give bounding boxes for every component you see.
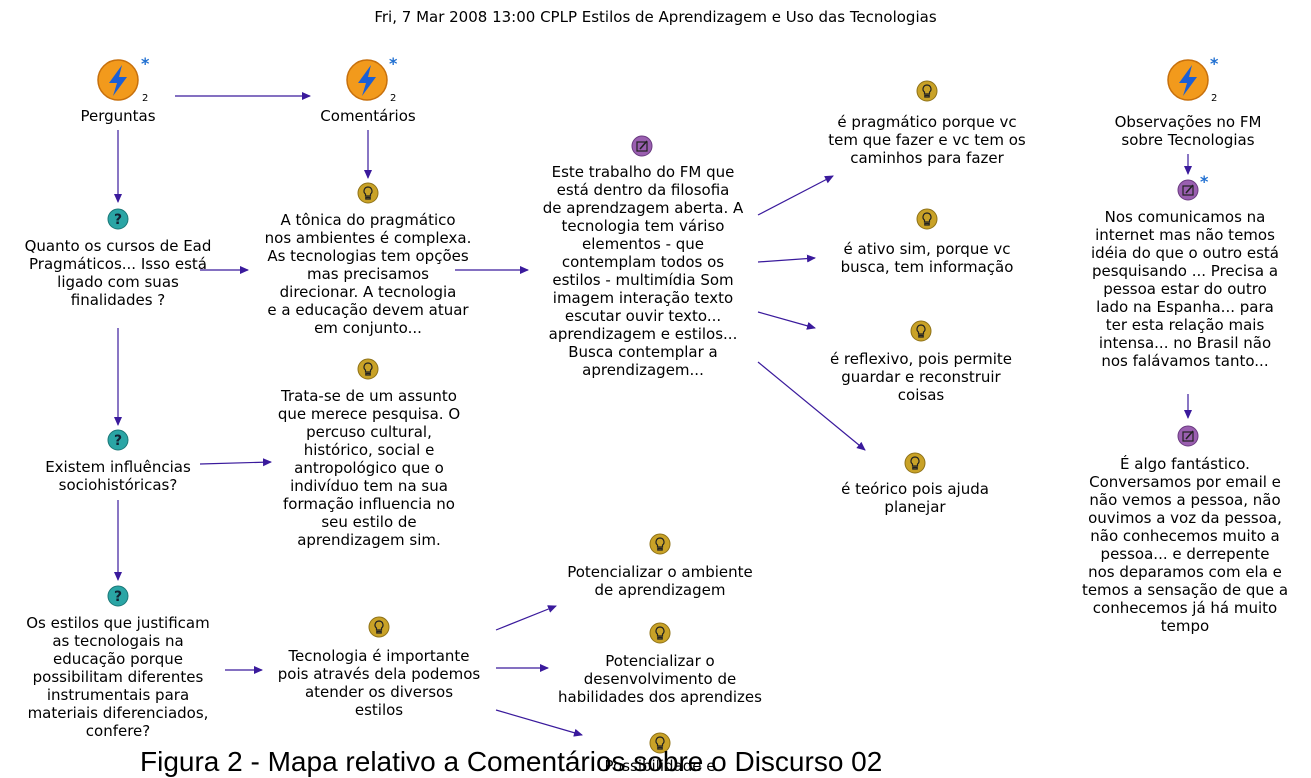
arrow-tecnologia-possibilidade	[495, 709, 583, 737]
map-count: 2	[142, 93, 149, 104]
lightbulb-icon[interactable]	[649, 533, 671, 555]
note-node-trabalho[interactable]: Este trabalho do FM que está dentro da f…	[542, 163, 744, 379]
arrow-trabalho-ativo	[757, 254, 816, 263]
map-node-perguntas[interactable]: Perguntas	[80, 107, 156, 125]
question-icon[interactable]: ?	[107, 429, 129, 451]
idea-node-potencializar-ambiente[interactable]: Potencializar o ambiente de aprendizagem	[567, 563, 753, 599]
question-node-q2[interactable]: Existem influências sociohistóricas?	[45, 458, 191, 494]
idea-node-tecnologia[interactable]: Tecnologia é importante pois através del…	[277, 647, 481, 719]
idea-node-reflexivo[interactable]: é reflexivo, pois permite guardar e reco…	[829, 350, 1013, 404]
idea-node-trata[interactable]: Trata-se de um assunto que merece pesqui…	[277, 387, 461, 549]
map-count: 2	[1211, 93, 1218, 104]
note-pencil-icon[interactable]	[1177, 425, 1199, 447]
idea-node-ativo[interactable]: é ativo sim, porque vc busca, tem inform…	[840, 240, 1014, 276]
lightbulb-icon[interactable]	[357, 182, 379, 204]
question-node-q3[interactable]: Os estilos que justificam as tecnologais…	[26, 614, 210, 740]
question-icon[interactable]: ?	[107, 208, 129, 230]
map-bolt-icon[interactable]	[345, 58, 389, 102]
map-node-comentarios[interactable]: Comentários	[320, 107, 416, 125]
lightbulb-icon[interactable]	[910, 320, 932, 342]
lightbulb-icon[interactable]	[357, 358, 379, 380]
svg-text:?: ?	[114, 433, 122, 449]
arrow-trabalho-teorico	[757, 361, 866, 451]
svg-text:?: ?	[114, 589, 122, 605]
map-count: 2	[390, 93, 397, 104]
arrow-trabalho-pragmatico	[757, 175, 834, 216]
lightbulb-icon[interactable]	[649, 622, 671, 644]
idea-node-pragmatico[interactable]: é pragmático porque vc tem que fazer e v…	[828, 113, 1026, 167]
question-icon[interactable]: ?	[107, 585, 129, 607]
idea-node-teorico[interactable]: é teórico pois ajuda planejar	[841, 480, 989, 516]
figure-caption: Figura 2 - Mapa relativo a Comentários s…	[0, 742, 1311, 778]
idea-node-tonica[interactable]: A tônica do pragmático nos ambientes é c…	[264, 211, 472, 337]
lightbulb-icon[interactable]	[649, 732, 671, 754]
map-node-observacoes[interactable]: Observações no FM sobre Tecnologias	[1114, 113, 1262, 149]
lightbulb-icon[interactable]	[916, 80, 938, 102]
map-bolt-icon[interactable]	[96, 58, 140, 102]
idea-node-potencializar-habilidades[interactable]: Potencializar o desenvolvimento de habil…	[558, 652, 762, 706]
map-bolt-icon[interactable]	[1166, 58, 1210, 102]
map-title: Fri, 7 Mar 2008 13:00 CPLP Estilos de Ap…	[374, 8, 937, 26]
note-pencil-icon[interactable]	[631, 135, 653, 157]
lightbulb-icon[interactable]	[916, 208, 938, 230]
new-star-icon: *	[1200, 172, 1209, 191]
note-node-fantastico[interactable]: É algo fantástico. Conversamos por email…	[1081, 455, 1289, 635]
svg-text:?: ?	[114, 212, 122, 228]
note-pencil-icon[interactable]	[1177, 179, 1199, 201]
arrow-tecnologia-pot1	[495, 605, 557, 631]
new-star-icon: *	[1210, 54, 1219, 73]
figure-caption-text: Figura 2 - Mapa relativo a Comentários s…	[140, 746, 883, 777]
arrow-q2-trata	[199, 458, 272, 467]
lightbulb-icon[interactable]	[904, 452, 926, 474]
question-node-q1[interactable]: Quanto os cursos de Ead Pragmáticos... I…	[24, 237, 212, 309]
lightbulb-icon[interactable]	[368, 616, 390, 638]
new-star-icon: *	[141, 54, 150, 73]
new-star-icon: *	[389, 54, 398, 73]
note-node-comunicamos[interactable]: Nos comunicamos na internet mas não temo…	[1091, 208, 1279, 370]
idea-node-possibilidade[interactable]: Possibilidade e	[604, 757, 716, 775]
arrow-trabalho-reflexivo	[757, 311, 816, 330]
